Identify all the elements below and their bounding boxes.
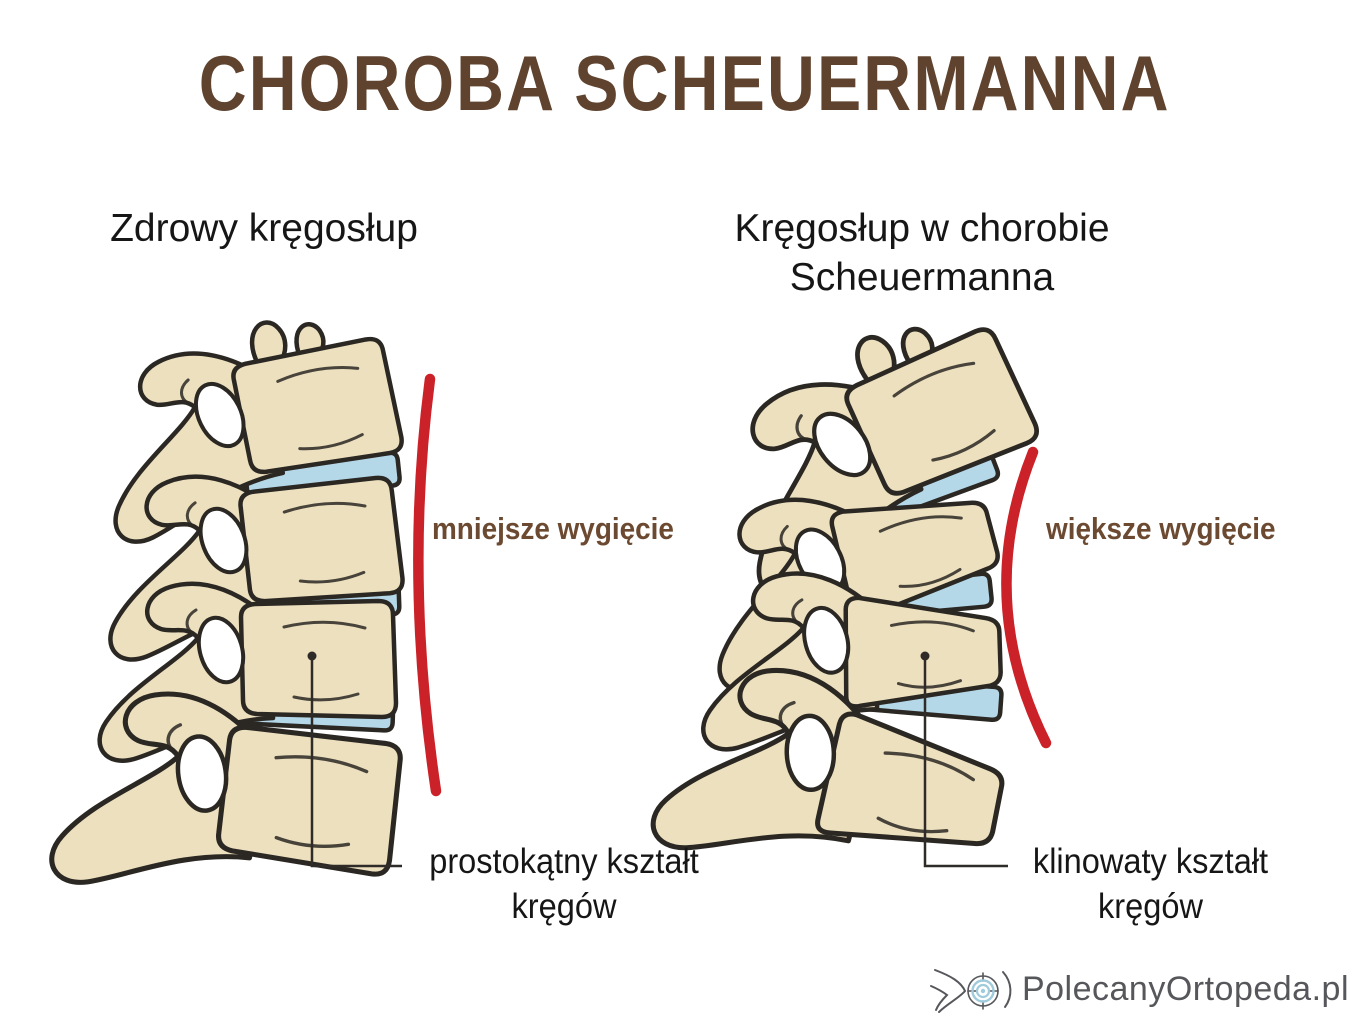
leader-line-healthy: [307, 651, 402, 868]
page-title: CHOROBA SCHEUERMANNA: [198, 39, 1171, 127]
logo-text: PolecanyOrtopeda.pl: [1021, 969, 1349, 1008]
annotation-scheuermann-line2: kręgów: [1098, 887, 1203, 926]
scheuermann-spine-illustration: [648, 291, 1058, 921]
annotation-healthy-line2: kręgów: [511, 887, 617, 926]
annotation-scheuermann-line1: klinowaty kształt: [1032, 842, 1269, 881]
vertebra-shape-annotation-healthy: prostokątny kształt kręgów: [414, 839, 713, 929]
leader-line-scheuermann: [920, 651, 1008, 868]
diseased-spine-heading: Kręgosłup w chorobie Scheuermanna: [698, 204, 1146, 302]
diseased-spine-heading-line2: Scheuermanna: [789, 256, 1055, 299]
logo: PolecanyOrtopeda.pl: [929, 960, 1349, 1018]
vertebra-shape-annotation-scheuermann: klinowaty kształt kręgów: [999, 839, 1301, 929]
healthy-spine-illustration: [49, 303, 411, 925]
diseased-spine-heading-line1: Kręgosłup w chorobie: [734, 207, 1110, 250]
curvature-label-healthy: mniejsze wygięcie: [432, 511, 674, 546]
healthy-spine-heading: Zdrowy kręgosłup: [110, 207, 418, 250]
title-row: CHOROBA SCHEUERMANNA: [0, 44, 1369, 122]
curvature-arc-healthy: [413, 373, 442, 797]
curvature-label-scheuermann: większe wygięcie: [1046, 511, 1276, 546]
spine-target-icon: [929, 969, 1012, 1013]
annotation-healthy-line1: prostokątny kształt: [429, 842, 699, 881]
curvature-arc-scheuermann: [1001, 446, 1052, 749]
